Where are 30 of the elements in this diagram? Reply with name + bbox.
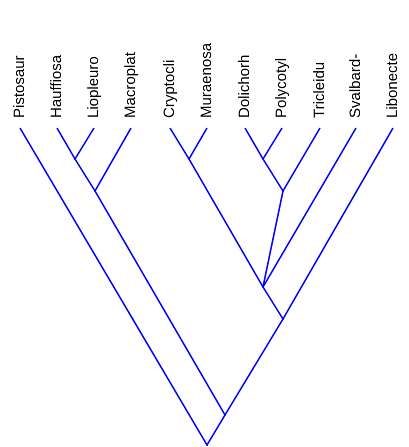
tree-branch — [94, 128, 132, 192]
tree-branch — [224, 318, 284, 416]
taxon-label: Hauffiosa — [48, 54, 65, 128]
tree-branch — [206, 414, 226, 446]
tree-branch — [262, 286, 284, 320]
tree-branch — [262, 128, 283, 160]
taxon-label: Tricleidu — [311, 62, 328, 128]
tree-branch — [262, 158, 284, 192]
tree-branch — [19, 128, 208, 446]
tree-branch — [56, 128, 76, 160]
taxon-label: Libonecte — [384, 52, 401, 128]
tree-branch — [74, 158, 96, 192]
tree-branch — [188, 158, 264, 288]
tree-branch — [262, 190, 284, 288]
tree-branch — [169, 128, 190, 160]
taxon-label: Cryptocli — [161, 60, 178, 128]
taxon-label: Muraenosa — [198, 42, 215, 128]
tree-branch — [244, 128, 264, 160]
taxon-label: Liopleuro — [85, 56, 102, 128]
tree-branch — [94, 190, 226, 416]
taxon-label: Polycotyl — [273, 58, 290, 128]
tree-branch — [74, 128, 95, 160]
taxon-label: Macroplat — [122, 52, 139, 128]
tree-branch — [282, 128, 394, 320]
taxon-label: Pistosaur — [11, 55, 28, 128]
taxon-label: Dolichorh — [236, 54, 253, 128]
tree-branch — [282, 128, 321, 192]
taxon-label: Svalbard- — [347, 54, 364, 128]
tree-branch — [262, 128, 357, 288]
tree-branch — [188, 128, 208, 160]
